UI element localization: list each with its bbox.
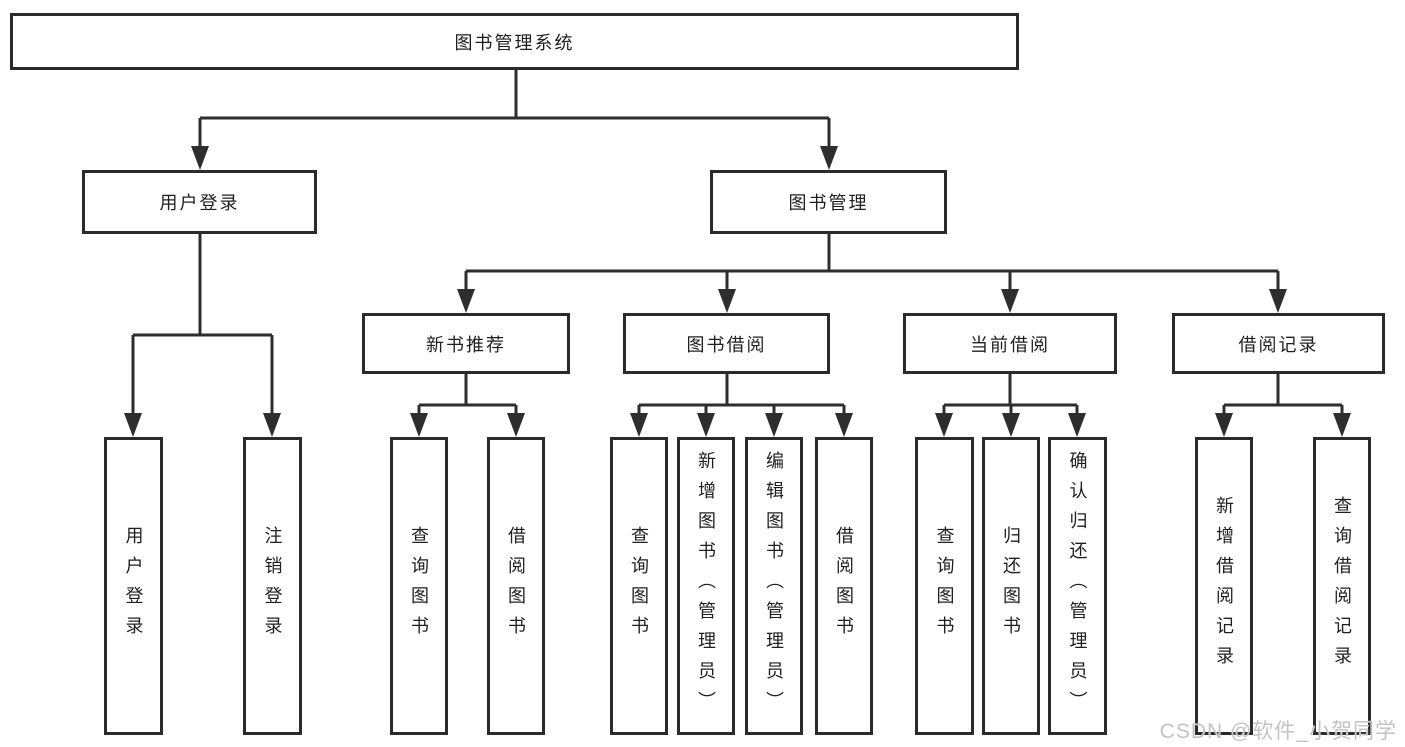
- leaf-logout: 注销登录: [243, 437, 302, 735]
- node-book-borrowing: 图书借阅: [623, 313, 830, 374]
- leaf-confirm-return-admin: 确认归还（管理员）: [1048, 437, 1107, 735]
- leaf-query-books-current: 查询图书: [915, 437, 974, 735]
- csdn-watermark: CSDN @软件_小贺同学: [1159, 720, 1397, 743]
- leaf-query-books-borrowing: 查询图书: [610, 437, 668, 735]
- leaf-return-books: 归还图书: [982, 437, 1040, 735]
- node-user-login-module: 用户登录: [82, 170, 317, 234]
- node-current-borrowing: 当前借阅: [903, 313, 1117, 374]
- leaf-query-borrow-record: 查询借阅记录: [1313, 437, 1371, 735]
- leaf-add-borrow-record: 新增借阅记录: [1195, 437, 1253, 735]
- leaf-edit-books-admin: 编辑图书（管理员）: [745, 437, 803, 735]
- leaf-borrow-books-recommend: 借阅图书: [487, 437, 545, 735]
- node-new-book-recommendation: 新书推荐: [362, 313, 570, 374]
- leaf-user-login: 用户登录: [104, 437, 163, 735]
- leaf-borrow-books-borrowing: 借阅图书: [815, 437, 873, 735]
- node-book-management-module: 图书管理: [710, 170, 947, 234]
- leaf-add-books-admin: 新增图书（管理员）: [677, 437, 735, 735]
- leaf-query-books-recommend: 查询图书: [390, 437, 448, 735]
- node-borrowing-records: 借阅记录: [1172, 313, 1385, 374]
- node-library-management-system: 图书管理系统: [10, 13, 1019, 70]
